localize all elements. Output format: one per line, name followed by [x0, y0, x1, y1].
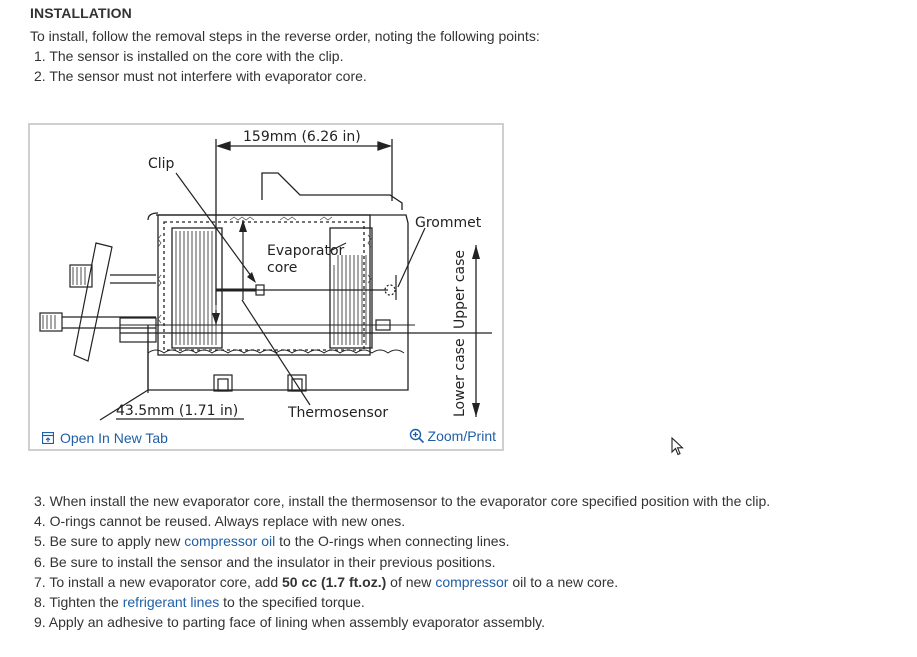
figure-container: 159mm (6.26 in) Clip Grommet Evaporator … [28, 123, 504, 451]
mouse-pointer-icon [671, 437, 684, 456]
evaporator-core-label-2: core [267, 260, 297, 276]
grommet-label: Grommet [415, 215, 482, 231]
intro-block: To install, follow the removal steps in … [30, 26, 540, 86]
step-8-text-a: 8. Tighten the [34, 594, 123, 611]
step-5: 5. Be sure to apply new compressor oil t… [34, 531, 770, 551]
open-in-new-tab-icon [42, 432, 54, 444]
step-9: 9. Apply an adhesive to parting face of … [34, 614, 546, 631]
intro-step-1: 1. The sensor is installed on the core w… [34, 48, 344, 64]
compressor-link[interactable]: compressor [435, 573, 509, 590]
step-7-text-a: 7. To install a new evaporator core, add [34, 573, 283, 590]
refrigerant-lines-link[interactable]: refrigerant lines [122, 594, 220, 611]
open-in-new-tab-label: Open In New Tab [60, 430, 168, 446]
dim-top-label: 159mm (6.26 in) [243, 129, 361, 145]
step-8: 8. Tighten the refrigerant lines to the … [34, 592, 770, 612]
step-7-amount: 50 cc (1.7 ft.oz.) [282, 573, 387, 590]
zoom-in-icon [409, 428, 424, 444]
step-5-text-b: to the O-rings when connecting lines. [275, 533, 510, 550]
step-7-text-b: of new [386, 573, 436, 590]
section-heading: INSTALLATION [30, 5, 132, 21]
step-8-text-b: to the specified torque. [219, 594, 365, 611]
dim-bottom-label: 43.5mm (1.71 in) [116, 403, 238, 419]
evaporator-core-label-1: Evaporator [267, 243, 345, 259]
step-4: 4. O-rings cannot be reused. Always repl… [34, 513, 406, 530]
upper-case-label: Upper case [452, 250, 468, 329]
lower-case-label: Lower case [452, 338, 468, 417]
step-5-text-a: 5. Be sure to apply new [34, 533, 185, 550]
evaporator-diagram: 159mm (6.26 in) Clip Grommet Evaporator … [39, 129, 492, 421]
step-3: 3. When install the new evaporator core,… [34, 493, 771, 509]
thermosensor-label: Thermosensor [287, 405, 388, 421]
zoom-print-link[interactable]: Zoom/Print [409, 428, 496, 444]
zoom-print-label: Zoom/Print [427, 428, 496, 444]
compressor-oil-link[interactable]: compressor oil [184, 533, 276, 550]
intro-step-2: 2. The sensor must not interfere with ev… [34, 68, 367, 84]
step-6: 6. Be sure to install the sensor and the… [34, 553, 496, 570]
installation-steps: 3. When install the new evaporator core,… [34, 491, 770, 632]
step-7-text-c: oil to a new core. [508, 573, 619, 590]
step-7: 7. To install a new evaporator core, add… [34, 572, 770, 592]
clip-label: Clip [148, 156, 175, 172]
intro-text: To install, follow the removal steps in … [30, 28, 540, 44]
open-in-new-tab-link[interactable]: Open In New Tab [42, 430, 168, 446]
